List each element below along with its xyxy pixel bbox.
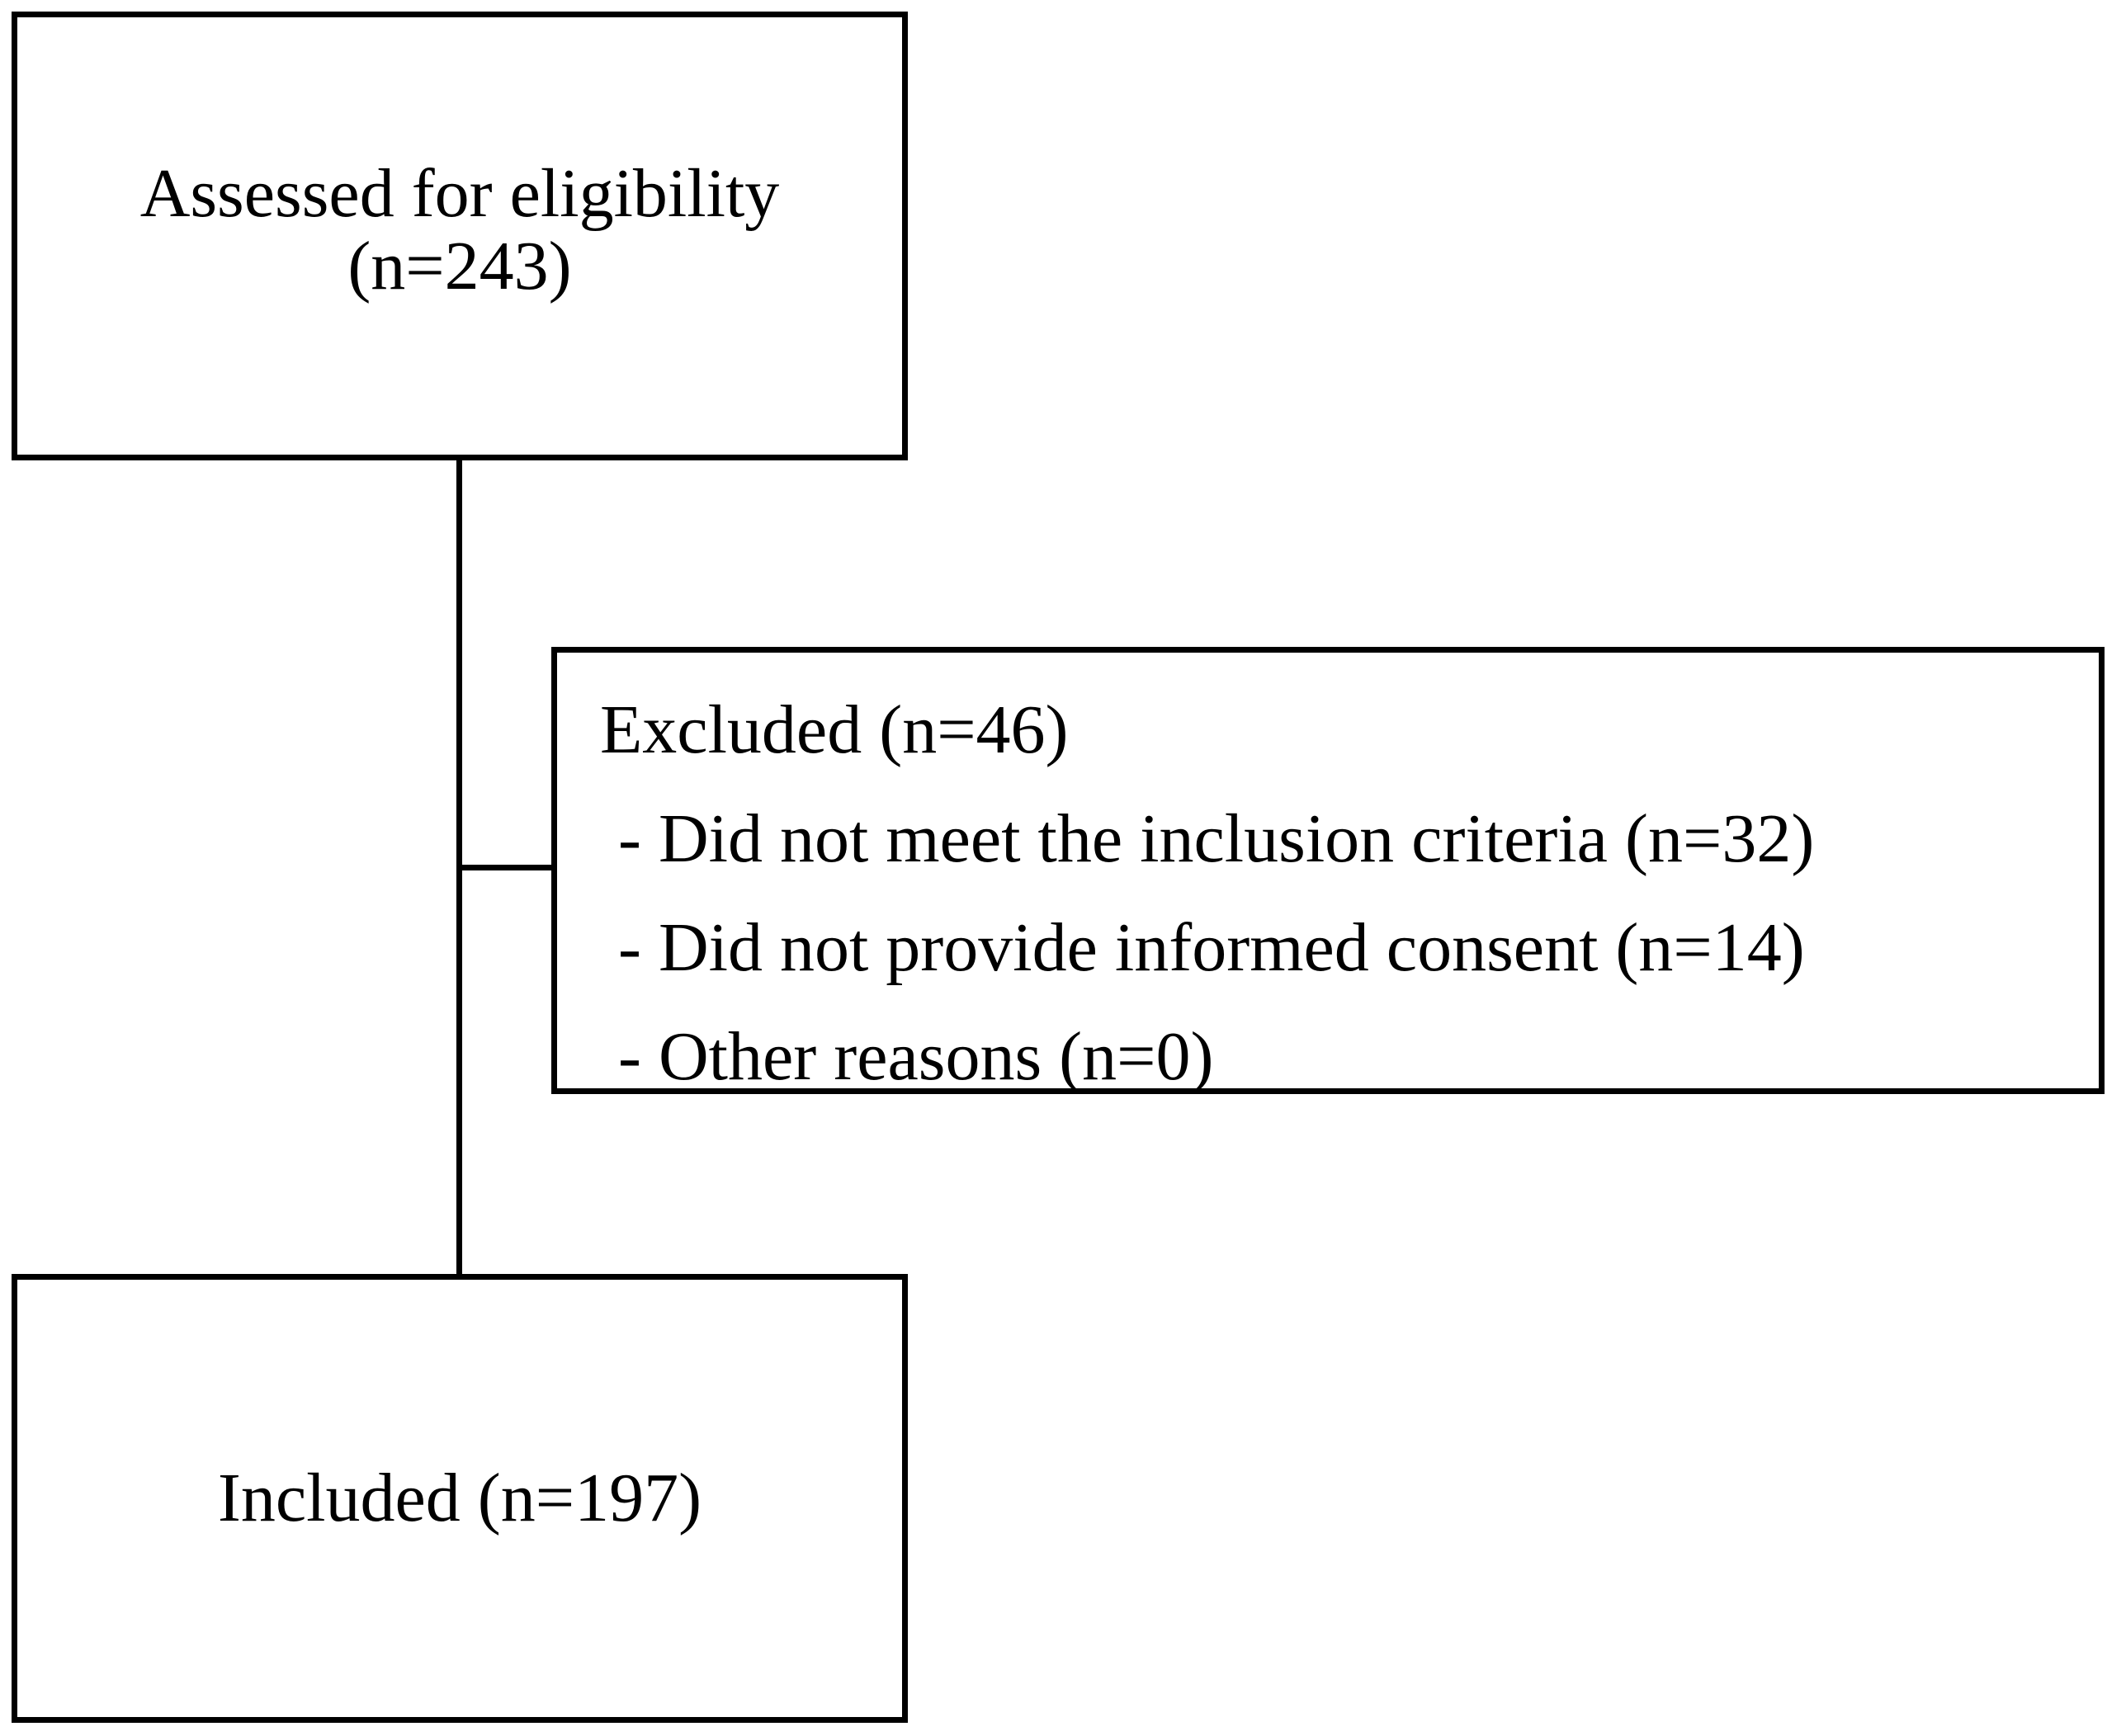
assessed-label: Assessed for eligibility [139, 155, 780, 232]
included-box: Included (n=197) [12, 1274, 908, 1723]
included-label: Included (n=197) [217, 1460, 702, 1536]
connector-branch-line [456, 865, 553, 870]
excluded-reason-inclusion-criteria: - Did not meet the inclusion criteria (n… [618, 800, 1815, 877]
assessed-count: (n=243) [347, 228, 572, 304]
excluded-reason-other: - Other reasons (n=0) [618, 1018, 1214, 1095]
excluded-heading: Excluded (n=46) [600, 691, 1069, 768]
excluded-box: Excluded (n=46) - Did not meet the inclu… [551, 647, 2105, 1095]
assessed-for-eligibility-box: Assessed for eligibility (n=243) [12, 12, 908, 460]
excluded-reason-informed-consent: - Did not provide informed consent (n=14… [618, 909, 1805, 986]
